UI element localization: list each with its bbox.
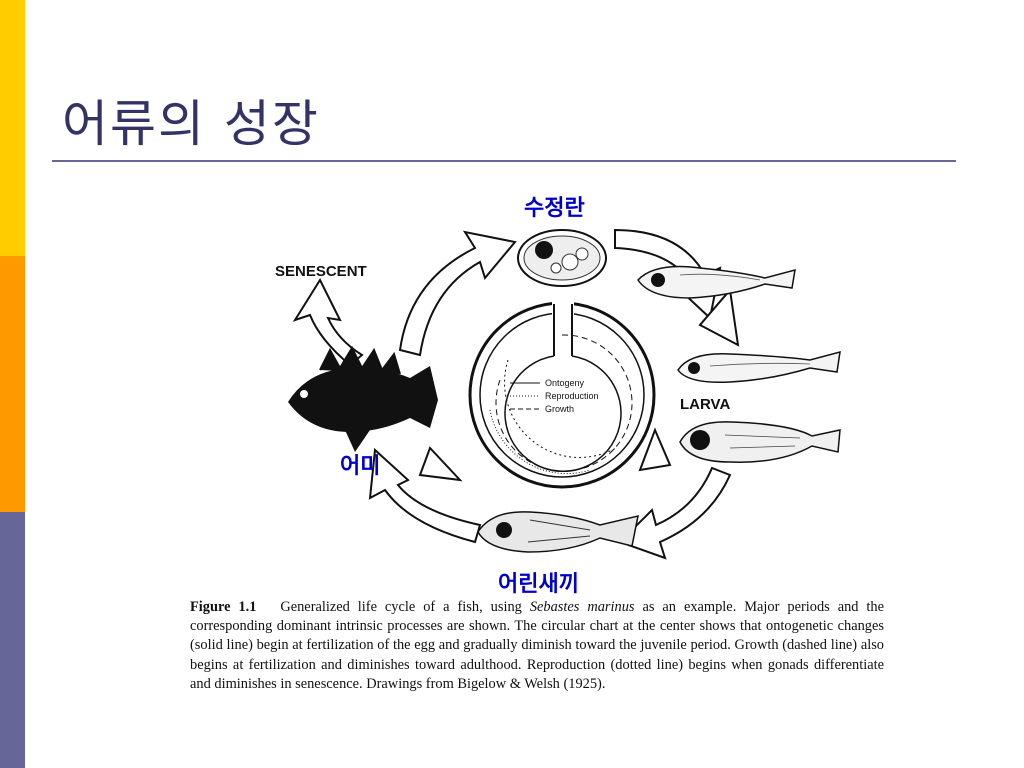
label-juvenile: 어린새끼 (498, 572, 579, 597)
arrow-adult-to-egg (398, 230, 517, 357)
accent-bar-orange (0, 256, 25, 512)
accent-bar-purple (0, 512, 25, 768)
egg-illustration (517, 229, 607, 287)
adult-fish (288, 345, 438, 452)
larva-fish-2 (677, 350, 841, 383)
stage-label-senescent: SENESCENT (275, 263, 367, 280)
juvenile-fish (477, 511, 639, 553)
title-divider (52, 160, 956, 162)
label-adult: 어미 (340, 454, 381, 479)
life-cycle-diagram: Ontogeny Reproduction Growth (275, 228, 841, 560)
larva-fish-3 (679, 421, 841, 463)
caption-species: Sebastes marinus (529, 599, 635, 615)
caption-text-1: Generalized life cycle of a fish, using (280, 599, 530, 615)
arrow-adult-to-senescent (292, 277, 364, 367)
stage-label-larva: LARVA (680, 396, 730, 413)
slide-title: 어류의 성장 (62, 95, 320, 153)
label-egg: 수정란 (524, 196, 585, 221)
legend-ontogeny: Ontogeny (545, 378, 585, 388)
arrow-larva-to-juvenile (618, 466, 732, 560)
chart-legend: Ontogeny Reproduction Growth (510, 378, 599, 414)
legend-reproduction: Reproduction (545, 391, 599, 401)
arrow-inner-larva (638, 427, 672, 472)
arrow-inner-juvenile (418, 446, 463, 482)
legend-growth: Growth (545, 404, 574, 414)
central-chart: Ontogeny Reproduction Growth (468, 298, 656, 489)
larva-fish-1 (637, 265, 796, 299)
figure-caption: Figure 1.1 Generalized life cycle of a f… (190, 598, 884, 694)
figure-label: Figure 1.1 (190, 599, 257, 615)
accent-bar-yellow (0, 0, 25, 256)
cycle-arrows (292, 228, 740, 560)
arrow-larva-down (698, 287, 740, 347)
caption-text-2: as an example. Major periods and the cor… (190, 599, 885, 692)
arrow-juvenile-to-adult (368, 447, 482, 544)
